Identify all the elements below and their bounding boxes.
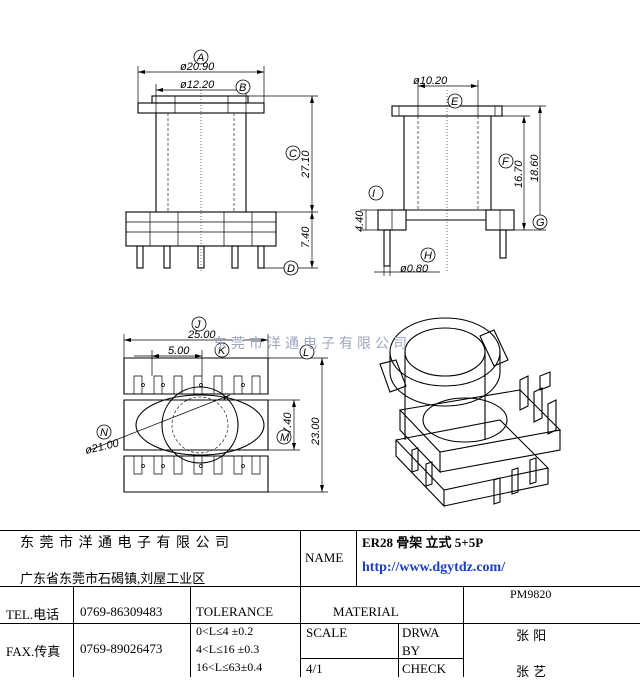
- tel-number: 0769-86309483: [80, 604, 163, 619]
- front-view: ø20.90 ø12.20 27.10 7.40 A B C D: [125, 49, 318, 276]
- label-k: K: [218, 345, 226, 357]
- dim-b: ø12.20: [180, 79, 215, 91]
- dim-d: 7.40: [300, 226, 312, 248]
- dim-f: 16.70: [513, 160, 525, 188]
- label-m: M: [280, 432, 290, 444]
- material-label: MATERIAL: [333, 604, 399, 619]
- drawn-by: 张 阳: [516, 629, 547, 644]
- product-name: ER28 骨架 立式 5+5P: [362, 535, 484, 550]
- fax-number: 0769-89026473: [80, 641, 163, 656]
- dim-h: ø0.80: [400, 263, 429, 275]
- label-c: C: [289, 148, 297, 160]
- part-number: PM9820: [510, 587, 552, 601]
- dim-c: 27.10: [300, 150, 312, 179]
- tolerance-3: 16<L≤63±0.4: [196, 660, 263, 674]
- dim-e: ø10.20: [413, 75, 448, 87]
- label-h: H: [424, 250, 432, 262]
- drawn-label-by: BY: [402, 643, 421, 658]
- drawn-label: DRWA: [402, 625, 440, 640]
- dim-l: 23.00: [310, 417, 322, 446]
- check-label: CHECK: [402, 661, 447, 676]
- technical-drawing: ø20.90 ø12.20 27.10 7.40 A B C D: [84, 49, 562, 508]
- fax-label: FAX.传真: [6, 644, 61, 659]
- label-b: B: [239, 82, 246, 94]
- top-view: 25.00 5.00 23.00 17.40 ø21.00 J K L M N: [84, 316, 328, 493]
- side-view: ø10.20 16.70 18.60 4.40 ø0.80 E F G H I: [354, 75, 548, 276]
- label-g: G: [536, 217, 545, 229]
- label-n: N: [100, 427, 108, 439]
- tolerance-2: 4<L≤16 ±0.3: [196, 642, 260, 656]
- label-i: I: [372, 188, 375, 200]
- label-a: A: [196, 52, 204, 64]
- isometric-view: [379, 317, 562, 508]
- dim-i: 4.40: [354, 210, 366, 232]
- label-f: F: [502, 156, 510, 168]
- checked-by: 张 艺: [516, 665, 547, 680]
- label-d: D: [287, 263, 295, 275]
- scale-value: 4/1: [306, 661, 323, 676]
- watermark: 东莞市洋通电子有限公司: [213, 336, 411, 352]
- tolerance-1: 0<L≤4 ±0.2: [196, 624, 254, 638]
- title-block: 东 莞 市 洋 通 电 子 有 限 公 司 广东省东莞市石碣镇,刘屋工业区 NA…: [0, 530, 640, 680]
- name-label: NAME: [305, 550, 344, 565]
- dim-j: 25.00: [187, 329, 216, 341]
- label-l: L: [303, 347, 309, 359]
- dim-k: 5.00: [168, 345, 190, 357]
- tel-label: TEL.电话: [6, 607, 60, 622]
- tolerance-label: TOLERANCE: [196, 604, 274, 619]
- company-name: 东 莞 市 洋 通 电 子 有 限 公 司: [20, 536, 230, 551]
- dim-n: ø21.00: [84, 437, 121, 457]
- label-e: E: [451, 96, 459, 108]
- label-j: J: [194, 319, 201, 331]
- scale-label: SCALE: [306, 625, 348, 640]
- dim-g: 18.60: [529, 154, 541, 182]
- website-link[interactable]: http://www.dgytdz.com/: [362, 560, 506, 575]
- dim-a: ø20.90: [180, 61, 215, 73]
- company-address: 广东省东莞市石碣镇,刘屋工业区: [20, 571, 206, 586]
